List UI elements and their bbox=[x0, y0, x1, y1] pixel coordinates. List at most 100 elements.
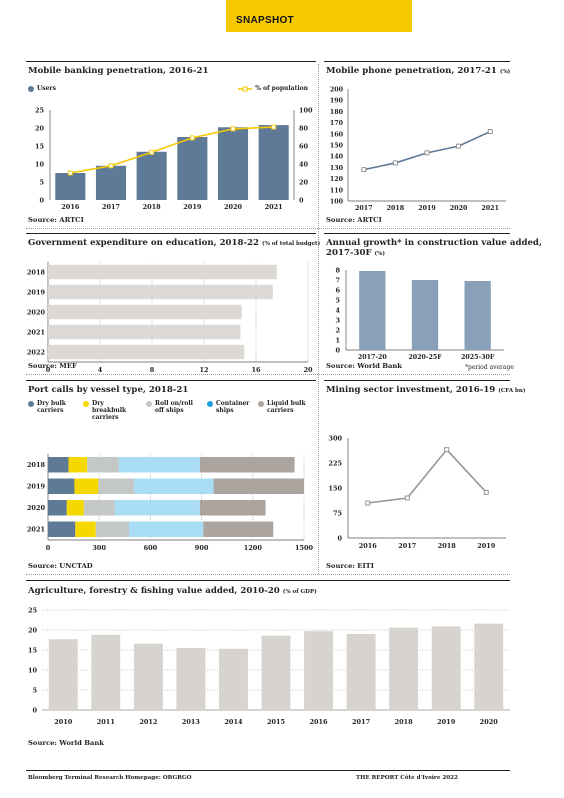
bar bbox=[136, 151, 167, 200]
x-tick-label: 300 bbox=[92, 544, 106, 552]
x-tick-label: 2020 bbox=[224, 203, 243, 211]
legend-item-dry-bulk: Dry bulk carriers bbox=[28, 400, 75, 421]
x-tick-label: 2011 bbox=[97, 718, 115, 726]
bar bbox=[48, 304, 242, 320]
period-average-note: *period average bbox=[465, 364, 514, 371]
bar-segment bbox=[87, 457, 119, 473]
point bbox=[456, 143, 462, 149]
agriculture-source: Source: World Bank bbox=[28, 739, 104, 747]
footer-left: Bloomberg Terminal Research Homepage: OB… bbox=[28, 775, 192, 781]
y-tick-label: 6 bbox=[335, 287, 340, 295]
x-tick-label: 2017 bbox=[352, 718, 370, 726]
legend-line-population-icon bbox=[238, 86, 253, 91]
bar bbox=[218, 648, 248, 710]
y-tick-label: 130 bbox=[330, 165, 344, 172]
bar-segment bbox=[203, 521, 274, 537]
x-tick-label: 4 bbox=[98, 366, 103, 374]
y-tick-label: 7 bbox=[335, 277, 340, 285]
legend-item-container: Container ships bbox=[207, 400, 250, 421]
legend-item-roro: Roll on/roll off ships bbox=[146, 400, 199, 421]
series-line-population bbox=[70, 126, 274, 174]
port-calls-title: Port calls by vessel type, 2018-21 bbox=[28, 385, 189, 395]
point bbox=[424, 150, 430, 156]
legend-item-dry-breakbulk: Dry breakbulk carriers bbox=[83, 400, 138, 421]
rule-port-right bbox=[324, 380, 510, 381]
y-tick-label: 10 bbox=[28, 667, 38, 675]
x-tick-label: 2017 bbox=[355, 205, 373, 212]
x-tick-label: 2010 bbox=[54, 718, 73, 726]
rule-top-left bbox=[26, 61, 316, 62]
x-tick-label: 2016 bbox=[309, 718, 328, 726]
mobile-phone-title: Mobile phone penetration, 2017-21 (%) bbox=[326, 66, 511, 76]
point bbox=[67, 170, 73, 176]
rule-mid-left bbox=[26, 233, 316, 234]
x-tick-label: 900 bbox=[195, 544, 209, 552]
y-tick-label: 0 bbox=[39, 197, 44, 205]
legend-item-liquid-bulk: Liquid bulk carriers bbox=[258, 400, 311, 421]
x-tick-label: 2019 bbox=[418, 205, 436, 212]
rule-agri bbox=[26, 580, 510, 581]
y-tick-label: 110 bbox=[330, 187, 344, 194]
y-tick-label: 15 bbox=[35, 143, 45, 151]
bar-segment bbox=[199, 457, 295, 473]
bar bbox=[48, 264, 277, 280]
point bbox=[230, 126, 236, 132]
y-tick-label: 2020 bbox=[27, 308, 46, 316]
y-tick-label: 0 bbox=[335, 347, 340, 355]
bar-segment bbox=[199, 500, 266, 516]
legend-item-users: Users bbox=[28, 85, 56, 92]
mining-title: Mining sector investment, 2016-19 (CFA b… bbox=[326, 385, 526, 395]
series-line bbox=[367, 448, 487, 504]
x-tick-label: 2021 bbox=[481, 205, 499, 212]
bar bbox=[359, 271, 386, 350]
x-tick-label: 2015 bbox=[267, 718, 286, 726]
bar bbox=[258, 125, 289, 200]
bar-segment bbox=[68, 457, 88, 473]
point bbox=[404, 495, 410, 501]
y-tick-label: 4 bbox=[335, 307, 340, 315]
y-tick-label: 180 bbox=[330, 109, 344, 116]
point bbox=[483, 489, 489, 495]
x-tick-label: 1200 bbox=[244, 544, 263, 552]
y-tick-label: 300 bbox=[328, 435, 342, 443]
y-tick-label: 100 bbox=[330, 199, 344, 206]
y-tick-label: 1 bbox=[335, 337, 340, 345]
bar bbox=[91, 634, 121, 710]
point bbox=[189, 135, 195, 141]
y-tick-label: 200 bbox=[330, 87, 344, 94]
x-tick-label: 0 bbox=[46, 366, 51, 374]
footer-right: THE REPORT Côte d'Ivoire 2022 bbox=[356, 775, 458, 781]
y-tick-label: 2020 bbox=[27, 504, 46, 512]
legend-label-population: % of population bbox=[255, 85, 308, 92]
y-tick-label: 160 bbox=[330, 131, 344, 138]
y-tick-label: 150 bbox=[328, 485, 342, 493]
rule-footer bbox=[26, 770, 510, 771]
construction-title: Annual growth* in construction value add… bbox=[326, 238, 542, 258]
point bbox=[361, 167, 367, 173]
bar bbox=[176, 648, 206, 710]
bar bbox=[411, 280, 439, 350]
section-tab: SNAPSHOT bbox=[226, 0, 412, 32]
x-tick-label: 2021 bbox=[265, 203, 283, 211]
mobile-phone-source: Source: ARTCI bbox=[326, 216, 382, 224]
mobile-banking-title: Mobile banking penetration, 2016-21 bbox=[28, 66, 209, 76]
bar-segment bbox=[213, 478, 304, 494]
legend-swatch-users bbox=[28, 86, 34, 92]
legend-label-dry-breakbulk: Dry breakbulk carriers bbox=[92, 400, 127, 421]
y-tick-label: 2 bbox=[335, 327, 340, 335]
x-tick-label: 2019 bbox=[477, 542, 496, 550]
mobile-banking-source: Source: ARTCI bbox=[28, 216, 84, 224]
construction-source: Source: World Bank bbox=[326, 362, 402, 370]
bar bbox=[95, 165, 127, 200]
bar-segment bbox=[75, 521, 96, 537]
point bbox=[149, 149, 155, 155]
y-tick-label: 150 bbox=[330, 143, 344, 150]
bar-segment bbox=[114, 500, 200, 516]
y-tick-label: 0 bbox=[337, 535, 342, 543]
y2-tick-label: 60 bbox=[299, 143, 309, 151]
y-tick-label: 3 bbox=[335, 317, 340, 325]
x-tick-label: 2020 bbox=[450, 205, 468, 212]
